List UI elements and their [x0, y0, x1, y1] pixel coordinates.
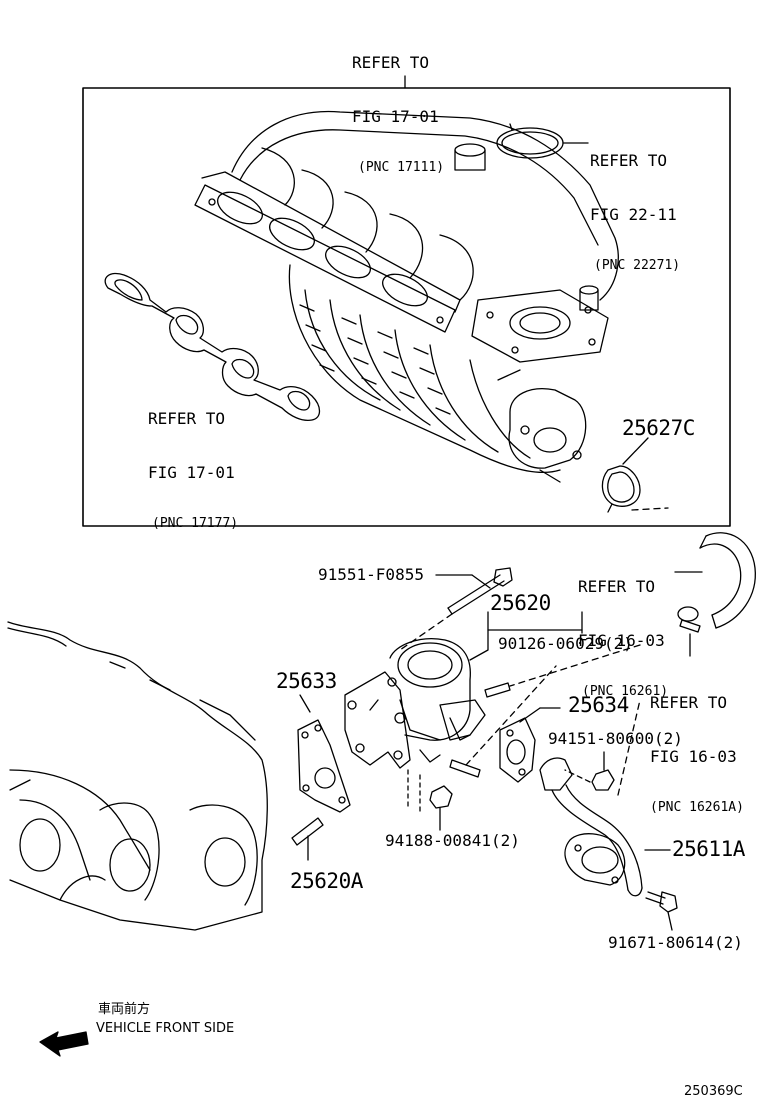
gasket-25627c [601, 465, 641, 507]
part-90126: 90126-06029(2) [498, 634, 633, 653]
part-25627c: 25627C [622, 416, 695, 440]
leader-25633 [299, 694, 311, 713]
stud-25620a [291, 817, 324, 846]
front-arrow-icon [39, 1031, 89, 1057]
nut-94188 [429, 785, 453, 809]
nut-94151 [591, 769, 615, 791]
front-label-jp: 車両前方 [98, 1002, 151, 1017]
part-25611a: 25611A [672, 837, 745, 861]
ref-17111: REFER TO FIG 17-01 (PNC 17111) [352, 52, 445, 176]
hose-16261 [699, 532, 756, 629]
intake-manifold [194, 110, 619, 483]
clamp-16261a [677, 606, 701, 633]
part-91551: 91551-F0855 [318, 565, 424, 584]
front-label-en: VEHICLE FRONT SIDE [96, 1021, 235, 1036]
part-94188: 94188-00841(2) [385, 831, 520, 850]
leader-25627c [622, 437, 649, 465]
part-25620a: 25620A [290, 869, 363, 893]
part-25634: 25634 [568, 693, 629, 717]
throttle-body [344, 638, 486, 769]
ref-17177: REFER TO FIG 17-01 (PNC 17177) [148, 408, 239, 532]
bolt-91551 [447, 567, 513, 615]
cylinder-head [7, 621, 268, 931]
leader-91671 [667, 911, 673, 931]
ref-16261: REFER TO FIG 16-03 (PNC 16261) [578, 576, 669, 700]
bolt-91671 [645, 891, 678, 913]
figure-id: 250369C [684, 1084, 743, 1099]
part-25633: 25633 [276, 669, 337, 693]
part-91671: 91671-80614(2) [608, 933, 743, 952]
ref-16261a: REFER TO FIG 16-03 (PNC 16261A) [650, 692, 744, 816]
gasket-17177 [104, 272, 321, 422]
part-25620: 25620 [490, 591, 551, 615]
water-pipe-25611a [539, 757, 643, 897]
stud-90126 [484, 682, 511, 698]
part-94151: 94151-80600(2) [548, 729, 683, 748]
ref-22271: REFER TO FIG 22-11 (PNC 22271) [590, 150, 681, 274]
leader-25620 [487, 611, 583, 631]
gasket-25634 [499, 717, 536, 783]
gasket-25633 [297, 719, 351, 813]
manifold-frame [82, 87, 731, 527]
